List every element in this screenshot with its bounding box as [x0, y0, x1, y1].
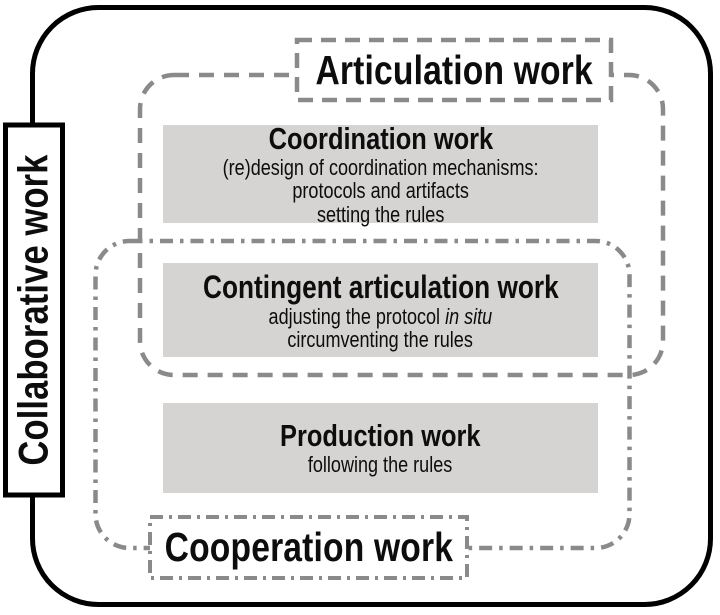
production-work-title: Production work: [280, 418, 481, 454]
coordination-work-line-1: (re)design of coordination mechanisms:: [222, 154, 539, 180]
cooperation-label-box: [148, 515, 469, 580]
coordination-work-line-3: setting the rules: [316, 201, 445, 227]
cooperation-work-label: Cooperation work: [150, 517, 467, 578]
contingent-line-1-regular: adjusting the protocol: [268, 303, 441, 329]
articulation-label-box: [294, 37, 614, 103]
production-work-line-1: following the rules: [308, 452, 453, 478]
contingent-articulation-work-box: Contingent articulation work adjusting t…: [163, 263, 598, 357]
cooperation-work-label-text: Cooperation work: [164, 524, 453, 570]
articulation-work-label: Articulation work: [297, 40, 611, 100]
collaborative-work-label: Collaborative work: [5, 125, 63, 495]
collaborative-label-box: [3, 122, 65, 498]
contingent-articulation-work-title: Contingent articulation work: [202, 268, 559, 305]
collaborative-work-label-text: Collaborative work: [10, 154, 57, 466]
coordination-work-title: Coordination work: [268, 120, 493, 156]
coordination-work-box: Coordination work (re)design of coordina…: [163, 120, 598, 226]
production-work-box: Production work following the rules: [163, 403, 598, 493]
coordination-work-line-2: protocols and artifacts: [292, 178, 469, 204]
contingent-line-1-italic: in situ: [445, 303, 493, 329]
articulation-work-label-text: Articulation work: [315, 46, 593, 93]
contingent-articulation-work-line-2: circumventing the rules: [287, 327, 474, 352]
